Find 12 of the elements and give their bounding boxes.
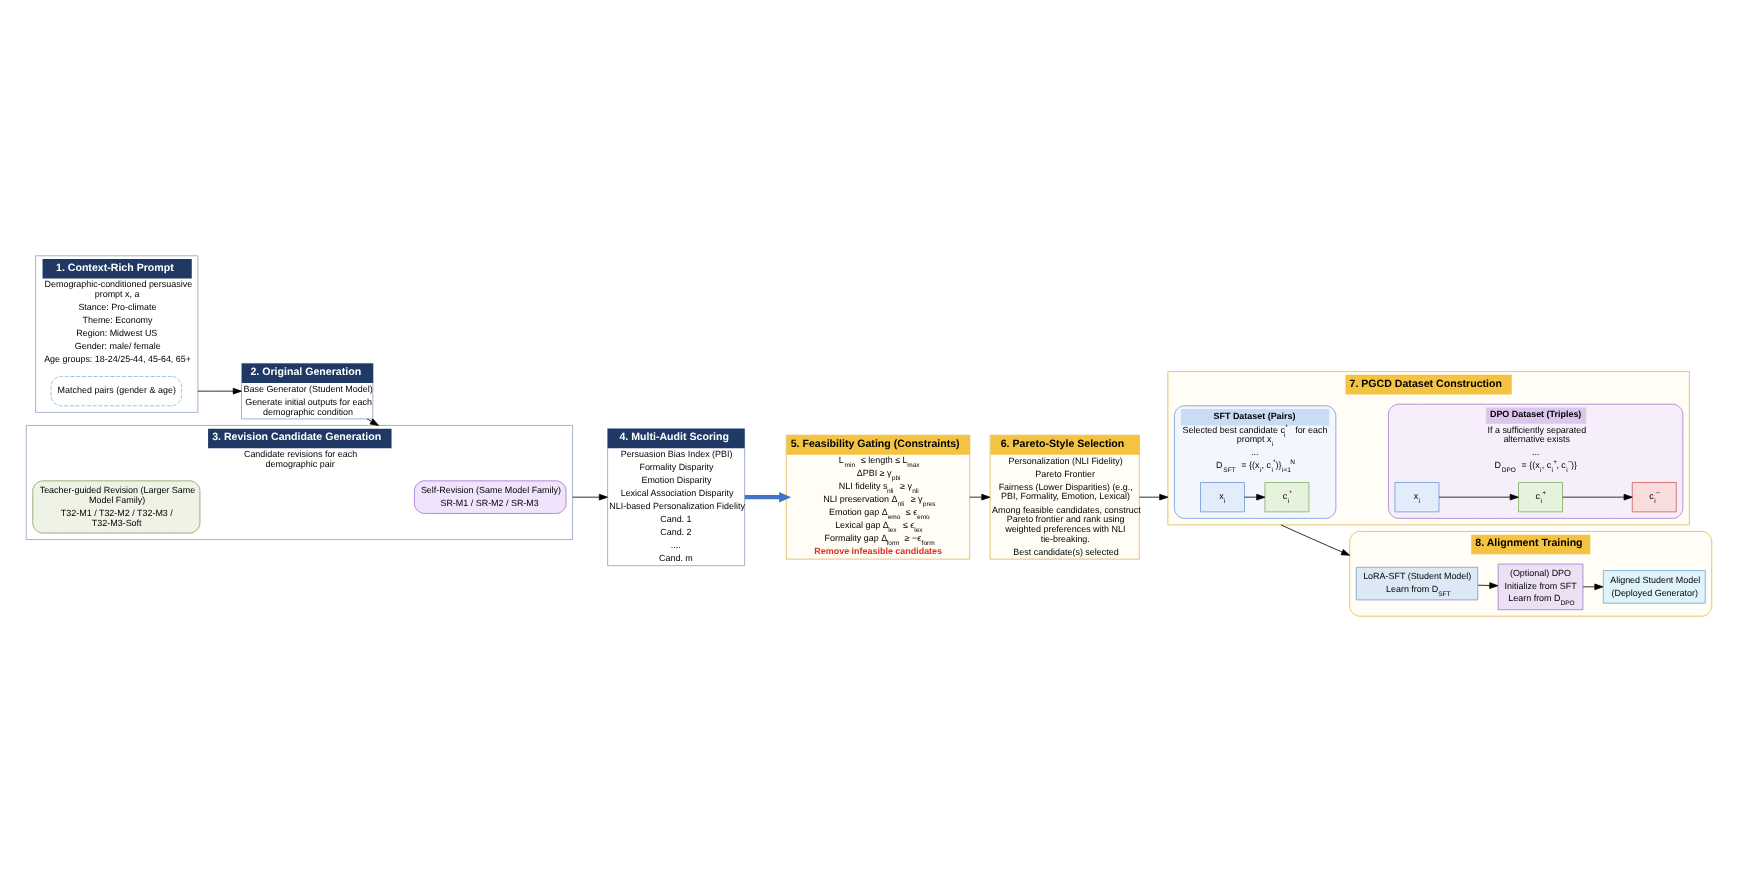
arrow <box>1582 583 1604 591</box>
arrow <box>744 491 792 503</box>
arrow <box>1244 493 1266 501</box>
arrow <box>1280 524 1351 556</box>
arrow <box>1438 493 1519 501</box>
arrow <box>1477 582 1499 589</box>
arrow <box>197 387 242 395</box>
arrow <box>969 493 991 501</box>
arrow <box>366 418 379 426</box>
arrow <box>1562 493 1633 501</box>
arrow <box>572 493 608 501</box>
arrow <box>1139 493 1169 501</box>
